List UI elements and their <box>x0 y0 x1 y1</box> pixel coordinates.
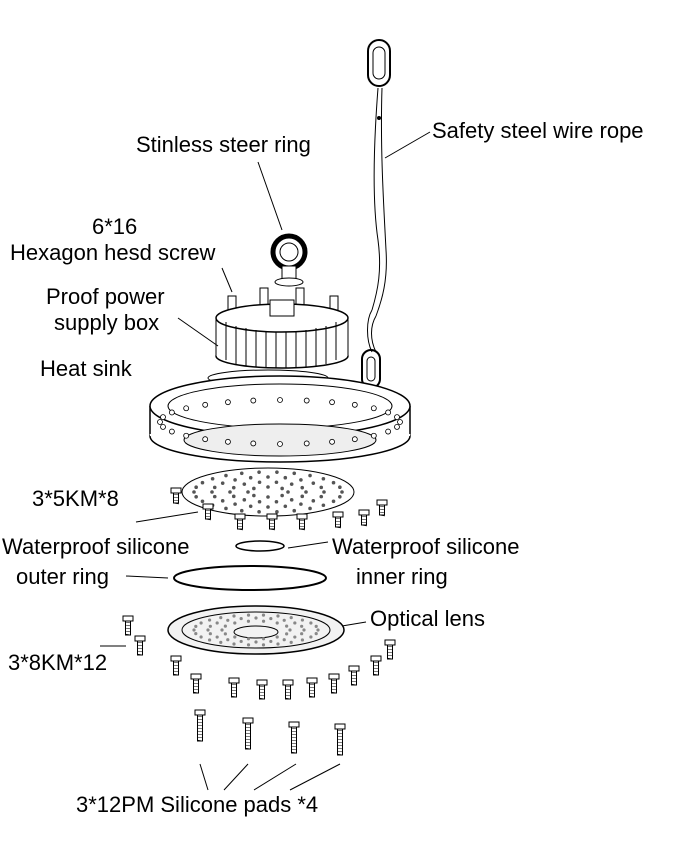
label-safety-rope: Safety steel wire rope <box>432 118 644 143</box>
screw-icon <box>348 665 360 686</box>
screw-icon <box>266 513 278 531</box>
screw-icon <box>332 511 344 529</box>
waterproof-outer-ring <box>125 565 327 591</box>
screw-icon <box>256 679 268 700</box>
label-screw-size: 6*16 <box>92 214 137 239</box>
screw-icon <box>306 677 318 698</box>
label-screws-358: 3*5KM*8 <box>32 486 119 511</box>
screws-312pm <box>194 709 346 756</box>
screws-3812 <box>122 615 396 700</box>
heat-sink <box>149 369 411 463</box>
label-outer-ring-1: Waterproof silicone <box>2 534 189 559</box>
label-power-box-1: Proof power <box>46 284 165 309</box>
label-screws-3812: 3*8KM*12 <box>8 650 107 675</box>
label-screw-name: Hexagon hesd screw <box>10 240 216 265</box>
optical-lens <box>167 605 367 655</box>
label-outer-ring-2: outer ring <box>16 564 109 589</box>
screw-icon <box>122 615 134 636</box>
screw-icon <box>370 655 382 676</box>
screw-icon <box>190 673 202 694</box>
label-power-box-2: supply box <box>54 310 159 335</box>
waterproof-inner-ring <box>235 540 329 552</box>
label-inner-ring-1: Waterproof silicone <box>332 534 519 559</box>
screw-icon <box>228 677 240 698</box>
screw-icon <box>384 639 396 660</box>
screws-358 <box>170 487 388 531</box>
screw-icon <box>288 721 300 754</box>
eye-bolt-icon <box>257 161 308 287</box>
safety-rope <box>361 39 431 389</box>
screw-icon <box>170 487 182 505</box>
label-optical-lens: Optical lens <box>370 606 485 631</box>
label-steel-ring: Stinless steer ring <box>136 132 311 157</box>
screw-icon <box>194 709 206 742</box>
screw-icon <box>242 717 254 750</box>
carabiner-bottom-icon <box>361 349 381 389</box>
screw-icon <box>376 499 388 517</box>
screw-icon <box>358 509 370 527</box>
screw-icon <box>296 513 308 531</box>
label-heat-sink: Heat sink <box>40 356 133 381</box>
caption-leaders <box>199 763 341 791</box>
carabiner-top-icon <box>367 39 391 87</box>
screw-icon <box>134 635 146 656</box>
screw-icon <box>234 513 246 531</box>
hexagon-screws <box>221 267 339 315</box>
screw-icon <box>282 679 294 700</box>
label-bottom-caption: 3*12PM Silicone pads *4 <box>76 792 318 817</box>
perforated-plate <box>181 467 355 517</box>
screw-icon <box>328 673 340 694</box>
screw-icon <box>334 723 346 756</box>
screw-icon <box>170 655 182 676</box>
screw-icon <box>202 503 214 521</box>
label-inner-ring-2: inner ring <box>356 564 448 589</box>
power-supply-box <box>177 299 349 369</box>
